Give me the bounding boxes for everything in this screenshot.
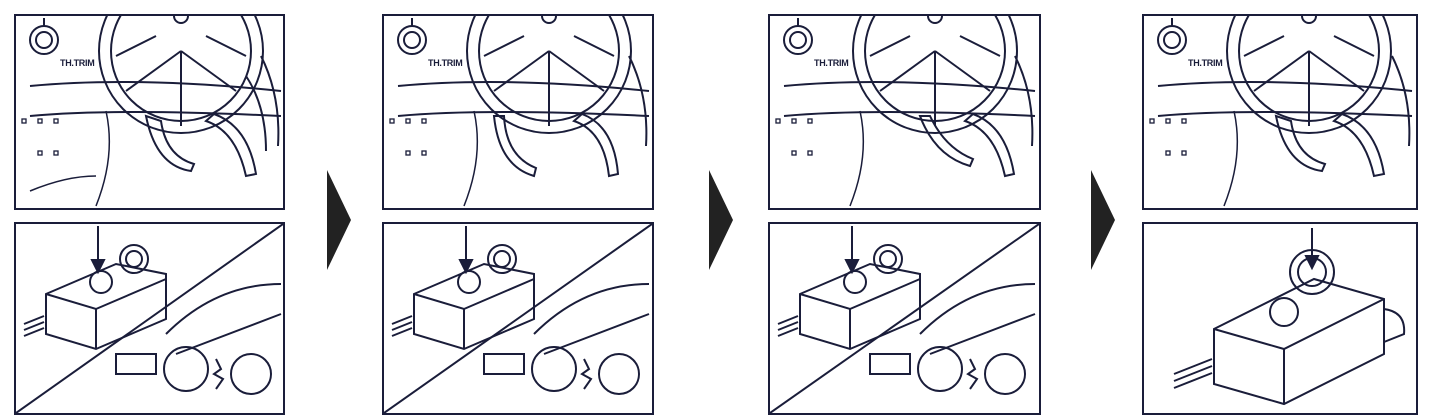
- esc-illustration: [1173, 228, 1406, 406]
- step-3-esc-panel: [768, 222, 1041, 415]
- next-step-arrow-icon: [709, 170, 733, 270]
- trim-label: TH.TRIM: [60, 58, 94, 68]
- step-2-esc-panel: [382, 222, 654, 415]
- trim-knob-icon: [783, 18, 813, 55]
- trim-knob-icon: [1157, 18, 1187, 55]
- steering-wheel-icon: [98, 16, 264, 134]
- step-4-esc-panel: [1142, 222, 1418, 415]
- step-1-esc-panel: [14, 222, 285, 415]
- press-arrow-icon: [458, 226, 474, 275]
- press-arrow-icon: [844, 226, 860, 275]
- steering-wheel-icon: [1226, 16, 1392, 134]
- step-4-transmitter-panel: TH.TRIM: [1142, 14, 1418, 210]
- transmitter-illustration: TH.TRIM: [389, 16, 650, 207]
- step-2-transmitter-panel: TH.TRIM: [382, 14, 654, 210]
- steering-wheel-icon: [466, 16, 632, 134]
- trim-label: TH.TRIM: [1188, 58, 1222, 68]
- next-step-arrow-icon: [327, 170, 351, 270]
- led-flash-icon: [966, 358, 979, 390]
- throttle-trigger-icon: [918, 112, 1016, 178]
- trim-label: TH.TRIM: [814, 58, 848, 68]
- transmitter-illustration: TH.TRIM: [1149, 16, 1413, 207]
- throttle-trigger-icon: [1274, 112, 1386, 178]
- steering-wheel-icon: [852, 16, 1018, 134]
- esc-illustration: [16, 224, 283, 413]
- step-3-transmitter-panel: TH.TRIM: [768, 14, 1041, 210]
- press-arrow-icon: [90, 226, 106, 275]
- led-flash-icon: [212, 358, 225, 390]
- trim-knob-icon: [29, 18, 59, 55]
- transmitter-illustration: TH.TRIM: [21, 16, 282, 207]
- esc-illustration: [770, 224, 1039, 413]
- esc-module-icon: [23, 244, 167, 351]
- transmitter-illustration: TH.TRIM: [775, 16, 1036, 207]
- press-arrow-icon: [1304, 228, 1320, 271]
- esc-module-icon: [1173, 249, 1406, 406]
- trim-label: TH.TRIM: [428, 58, 462, 68]
- esc-illustration: [384, 224, 652, 413]
- esc-module-icon: [391, 244, 535, 351]
- esc-module-icon: [777, 244, 921, 351]
- step-1-transmitter-panel: TH.TRIM: [14, 14, 285, 210]
- trim-knob-icon: [397, 18, 427, 55]
- next-step-arrow-icon: [1091, 170, 1115, 270]
- throttle-trigger-icon: [144, 112, 258, 178]
- throttle-trigger-icon: [492, 112, 620, 178]
- led-flash-icon: [580, 358, 593, 390]
